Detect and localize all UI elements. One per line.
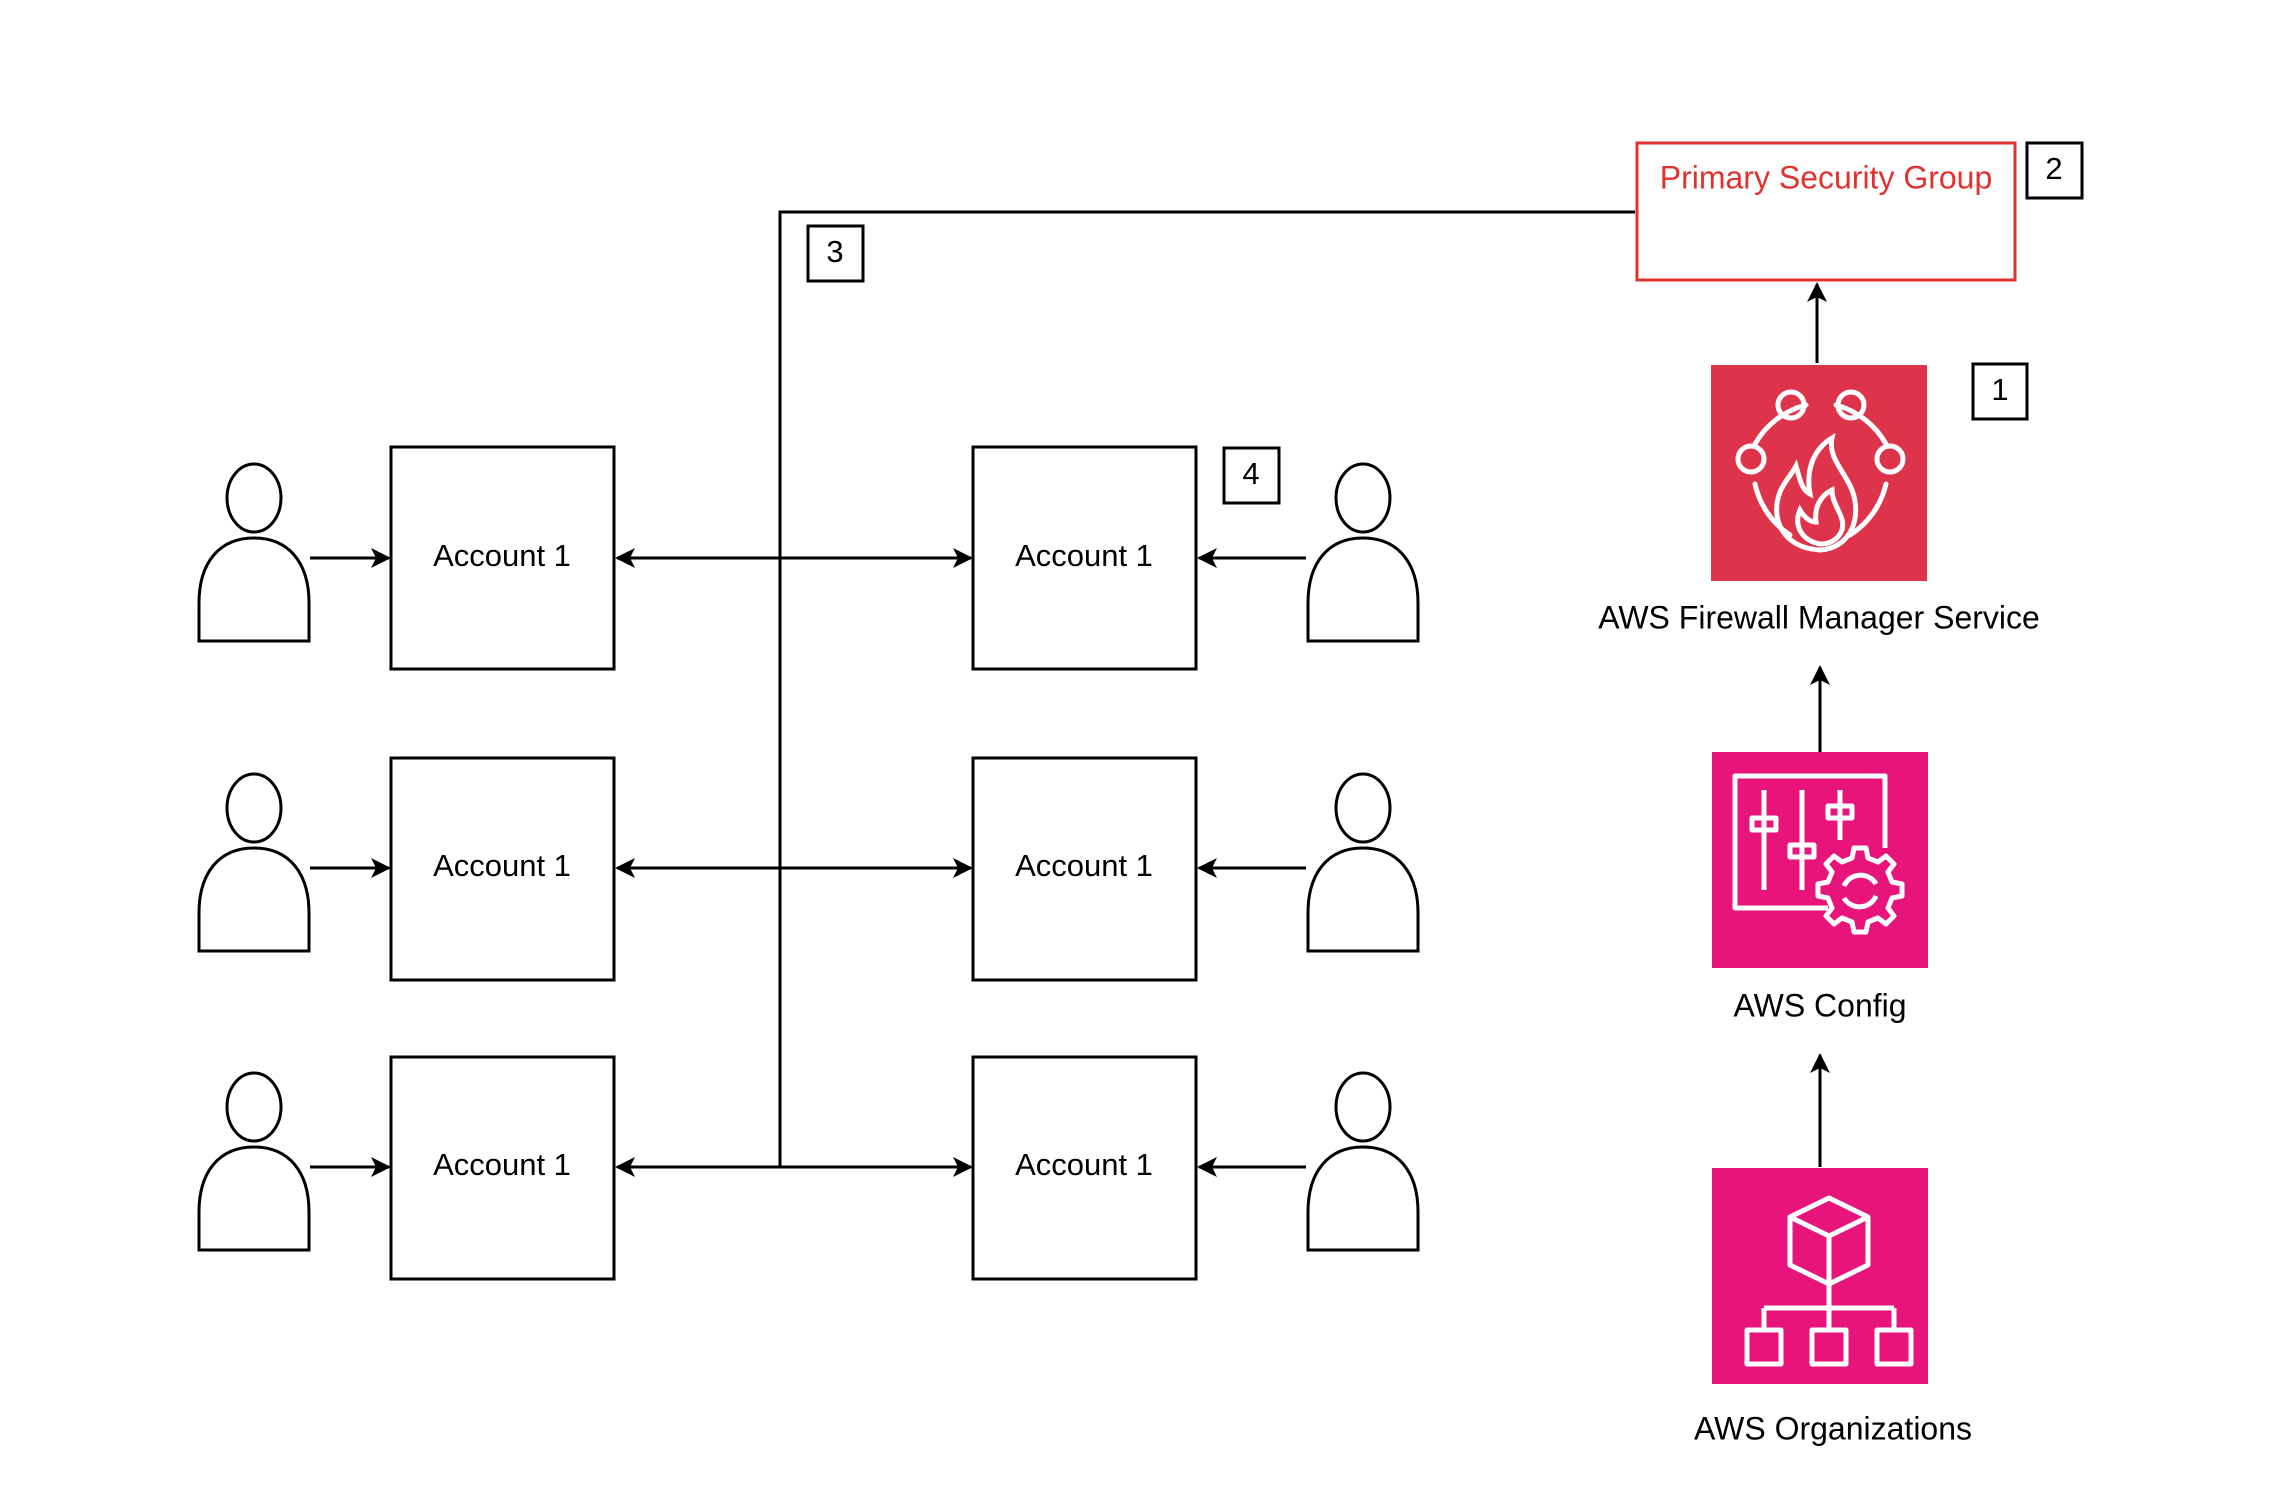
connector-lines <box>310 210 1830 1177</box>
account-label: Account 1 <box>1015 538 1153 573</box>
primary-security-group-label: Primary Security Group <box>1660 159 1993 195</box>
organizations-label: AWS Organizations <box>1694 1410 1972 1446</box>
security-group-link-line <box>778 210 1635 1167</box>
right-account-box-3: Account 1 <box>971 1055 1198 1281</box>
user-silhouette-icon <box>1306 462 1420 643</box>
step-badge-3: 3 <box>806 224 865 283</box>
right-account-box-1: Account 1 <box>971 445 1198 671</box>
step-badge-4: 4 <box>1222 446 1281 505</box>
account-label: Account 1 <box>433 1147 571 1182</box>
account-label: Account 1 <box>1015 848 1153 883</box>
right-account-box-2: Account 1 <box>971 756 1198 982</box>
organizations-icon <box>1712 1168 1928 1384</box>
primary-security-group-box: Primary Security Group <box>1635 141 2017 282</box>
badge-label: 4 <box>1242 456 1259 491</box>
left-account-box-1: Account 1 <box>389 445 616 671</box>
account-label: Account 1 <box>433 848 571 883</box>
badge-label: 3 <box>826 234 843 269</box>
user-silhouette-icon <box>197 1071 311 1252</box>
firewall-manager-label: AWS Firewall Manager Service <box>1598 599 2040 635</box>
badge-label: 2 <box>2045 151 2062 186</box>
config-label: AWS Config <box>1733 987 1906 1023</box>
user-silhouette-icon <box>197 772 311 953</box>
step-badge-2: 2 <box>2025 141 2084 200</box>
step-badge-1: 1 <box>1971 362 2029 421</box>
config-icon <box>1712 752 1928 968</box>
account-label: Account 1 <box>1015 1147 1153 1182</box>
user-silhouette-icon <box>1306 1071 1420 1252</box>
firewall-manager-icon <box>1711 365 1927 581</box>
left-account-box-2: Account 1 <box>389 756 616 982</box>
badge-label: 1 <box>1991 372 2008 407</box>
account-label: Account 1 <box>433 538 571 573</box>
user-silhouette-icon <box>197 462 311 643</box>
left-account-box-3: Account 1 <box>389 1055 616 1281</box>
user-silhouette-icon <box>1306 772 1420 953</box>
